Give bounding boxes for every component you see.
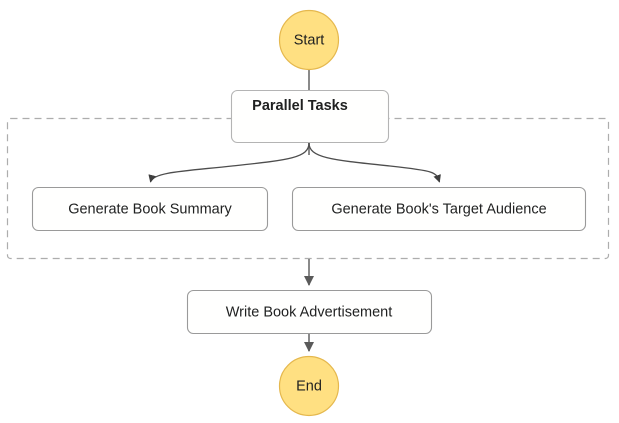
node-start-shape[interactable] — [278, 9, 340, 71]
node-generate-book-target-audience-shape[interactable] — [291, 186, 587, 232]
node-write-book-advertisement[interactable]: Write Book Advertisement — [186, 289, 433, 335]
node-generate-book-summary[interactable]: Generate Book Summary — [31, 186, 269, 232]
node-generate-book-summary-label: Generate Book Summary — [68, 201, 232, 217]
subgraph-parallel-tasks — [6, 117, 610, 260]
node-start-label: Start — [294, 32, 325, 48]
subgraph-parallel-tasks-label: Parallel Tasks — [252, 98, 348, 114]
edge-parallel-to-audience — [308, 142, 441, 183]
subgraph-parallel-tasks-label-shape[interactable] — [230, 89, 390, 144]
node-write-book-advertisement-shape[interactable] — [186, 289, 433, 335]
node-start[interactable]: Start — [278, 9, 340, 71]
subgraph-parallel-tasks-frame — [6, 117, 610, 260]
node-generate-book-target-audience[interactable]: Generate Book's Target Audience — [291, 186, 587, 232]
node-write-book-advertisement-label: Write Book Advertisement — [226, 304, 393, 320]
node-end-label: End — [296, 378, 322, 394]
node-generate-book-summary-shape[interactable] — [31, 186, 269, 232]
edge-parallel-to-summary — [148, 142, 310, 183]
subgraph-parallel-tasks-label-box[interactable]: Parallel Tasks — [230, 89, 390, 144]
node-generate-book-target-audience-label: Generate Book's Target Audience — [331, 201, 546, 217]
node-end[interactable]: End — [278, 355, 340, 417]
node-end-shape[interactable] — [278, 355, 340, 417]
